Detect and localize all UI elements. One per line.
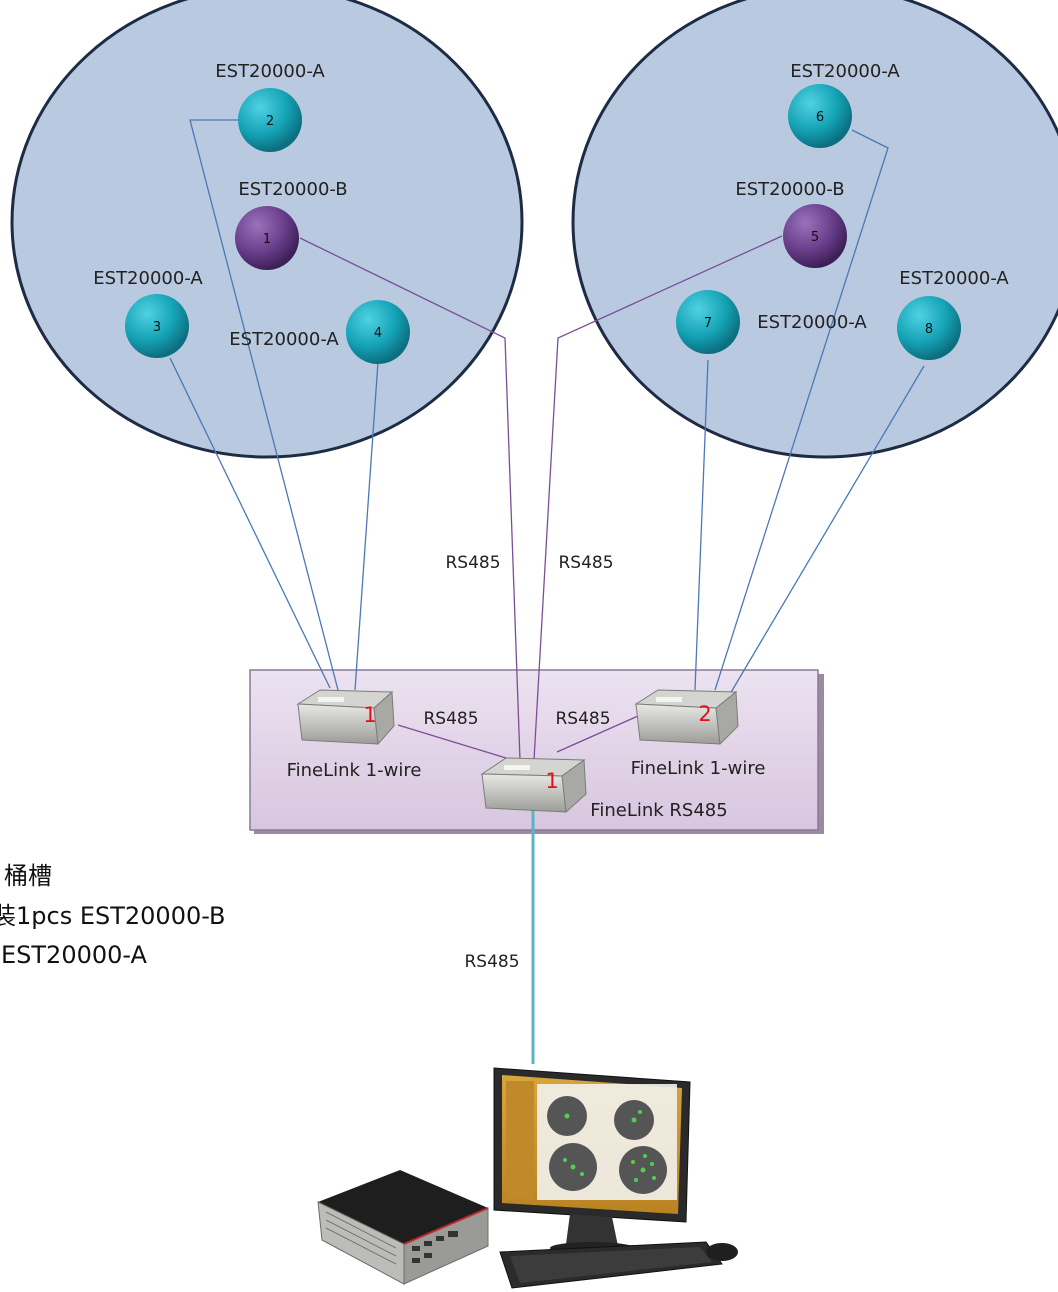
note-line-1: 桶槽: [4, 862, 52, 890]
sensor-3-type-label: EST20000-A: [93, 268, 203, 289]
sensor-7-number: 7: [704, 316, 712, 331]
sensor-2-number: 2: [266, 114, 274, 129]
wires-rs485: [299, 235, 783, 761]
wire-sensor-1: [299, 237, 521, 761]
finelink-1wire-1-number: 1: [363, 703, 376, 727]
sensor-5[interactable]: 5: [783, 204, 847, 268]
finelink-1wire-2[interactable]: 2: [634, 689, 739, 746]
note-line-2: 裝1pcs EST20000-B: [0, 902, 226, 930]
link-label-rs485-bottom: RS485: [464, 952, 519, 972]
sensor-4-number: 4: [374, 326, 382, 341]
box-side: [715, 691, 739, 746]
sensor-6-number: 6: [816, 110, 824, 125]
sensor-5-number: 5: [811, 230, 819, 245]
wire-box2-to-rs485: [556, 715, 639, 753]
sensor-2-type-label: EST20000-A: [215, 61, 325, 82]
wire-box1-to-rs485: [397, 724, 507, 759]
box-side: [561, 759, 587, 814]
pc-ports: [412, 1231, 458, 1263]
link-label-rs485-left: RS485: [445, 553, 500, 573]
box-label-plate: [656, 697, 682, 702]
link-label-rs485-box-left: RS485: [423, 709, 478, 729]
box-label-plate: [318, 697, 344, 702]
sensor-6-type-label: EST20000-A: [790, 61, 900, 82]
sensor-8[interactable]: 8: [897, 296, 961, 360]
pc-red-stripe: [403, 1207, 489, 1245]
wire-sensor-2: [189, 119, 339, 691]
box-side: [373, 690, 395, 746]
sensor-1-number: 1: [263, 232, 271, 247]
finelink-rs485-number: 1: [545, 769, 558, 793]
sensor-2[interactable]: 2: [238, 88, 302, 152]
monitor-stand: [566, 1214, 618, 1246]
link-label-rs485-box-right: RS485: [555, 709, 610, 729]
sensor-8-type-label: EST20000-A: [899, 268, 1009, 289]
wire-sensor-6: [714, 129, 889, 691]
finelink-1wire-1-label: FineLink 1-wire: [287, 760, 422, 781]
wire-sensor-8: [729, 365, 925, 695]
sensor-6-icon: [788, 84, 852, 148]
mouse: [706, 1243, 738, 1261]
finelink-1wire-2-number: 2: [698, 702, 711, 726]
wire-sensor-7: [694, 359, 709, 691]
sensor-1[interactable]: 1: [235, 206, 299, 270]
finelink-1wire-2-label: FineLink 1-wire: [631, 758, 766, 779]
note-line-3: EST20000-A: [1, 941, 148, 969]
finelink-rs485[interactable]: 1: [480, 757, 587, 814]
sensor-3-icon: [125, 294, 189, 358]
wires-1wire-right: [694, 129, 925, 695]
screen-sidebar: [506, 1081, 534, 1199]
sensor-1-icon: [235, 206, 299, 270]
sensor-3[interactable]: 3: [125, 294, 189, 358]
sensor-5-icon: [783, 204, 847, 268]
screen-dots: [563, 1110, 656, 1182]
computer-workstation: [317, 1067, 738, 1289]
sensor-5-type-label: EST20000-B: [735, 179, 844, 200]
pc-fins: [325, 1211, 397, 1265]
sensor-7-type-label: EST20000-A: [757, 312, 867, 333]
wires-1wire-left: [169, 119, 379, 691]
sensor-7-icon: [676, 290, 740, 354]
sensor-2-icon: [238, 88, 302, 152]
finelink-1wire-1[interactable]: 1: [296, 689, 395, 746]
wire-sensor-3: [169, 357, 331, 689]
sensor-6[interactable]: 6: [788, 84, 852, 148]
sensor-1-type-label: EST20000-B: [238, 179, 347, 200]
sensor-3-number: 3: [153, 320, 161, 335]
sensor-7[interactable]: 7: [676, 290, 740, 354]
keyboard-keys: [510, 1247, 712, 1283]
sensor-8-icon: [897, 296, 961, 360]
wire-sensor-4: [354, 361, 379, 691]
sensor-4-icon: [346, 300, 410, 364]
link-label-rs485-right: RS485: [558, 553, 613, 573]
finelink-rs485-label: FineLink RS485: [590, 800, 727, 821]
wire-sensor-5: [533, 235, 783, 761]
sensor-4[interactable]: 4: [346, 300, 410, 364]
sensor-4-type-label: EST20000-A: [229, 329, 339, 350]
sensor-8-number: 8: [925, 322, 933, 337]
box-label-plate: [504, 765, 530, 770]
